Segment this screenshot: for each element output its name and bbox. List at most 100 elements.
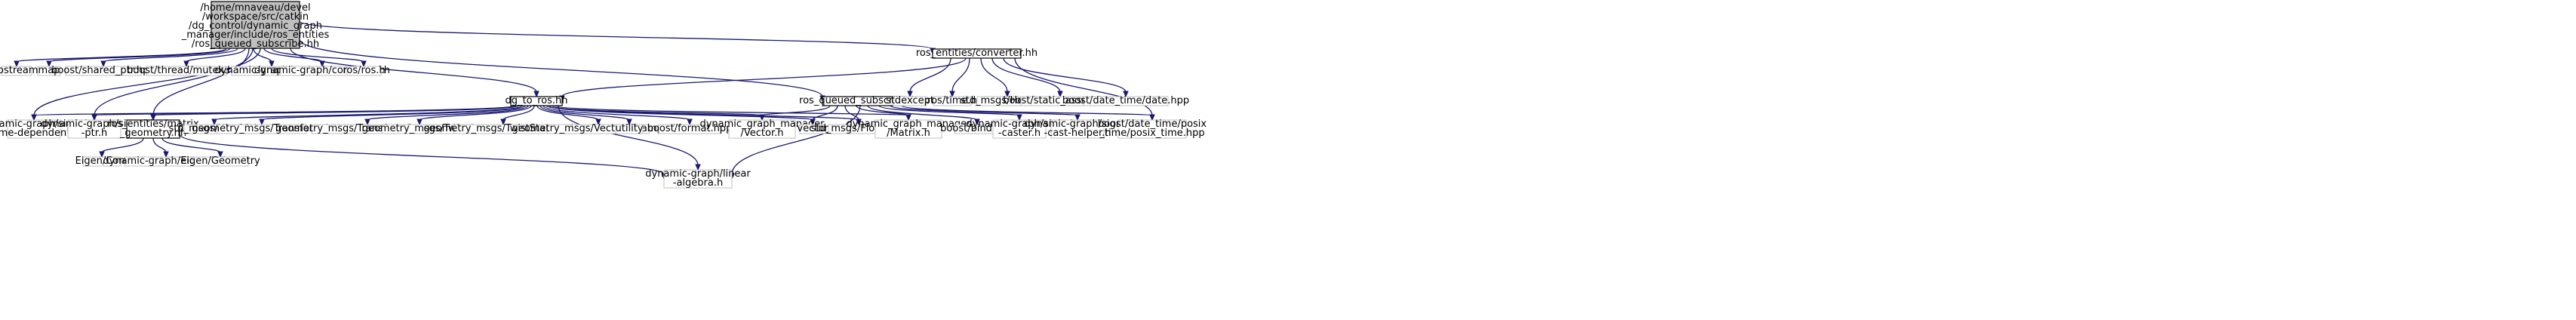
node-label: geometry_msgs/Twist.h — [362, 123, 478, 134]
node-eigen-core[interactable]: Eigen/Core — [75, 155, 129, 167]
node-boost-shared-ptr[interactable]: boost/shared_ptr.hpp — [51, 65, 155, 76]
node-label: stdexcept — [886, 95, 934, 106]
node-label: -caster.h — [998, 128, 1041, 139]
node-signal-cast-helper[interactable]: dynamic-graph/signal -cast-helper.h — [1024, 118, 1130, 139]
edge-arrowhead — [949, 91, 955, 98]
include-edge — [1014, 57, 1153, 116]
node-boost-thread-mutex[interactable]: boost/thread/mutex.hpp — [127, 65, 246, 76]
node-label: ros_entities/converter.hh — [916, 48, 1037, 59]
include-edge — [901, 105, 1153, 116]
include-edge — [152, 105, 520, 116]
include-edge — [991, 57, 1061, 93]
include-edge — [878, 105, 1020, 116]
node-iostream[interactable]: iostream — [0, 65, 38, 76]
edge-arrowhead — [31, 114, 37, 122]
node-geometry-msgs-twist[interactable]: geometry_msgs/Twist.h — [362, 123, 478, 134]
edge-arrowhead — [211, 118, 217, 126]
edge-arrowhead — [810, 118, 816, 126]
edge-arrowhead — [100, 60, 106, 68]
edge-arrowhead — [1016, 114, 1022, 122]
node-ros-entities-converter[interactable]: ros_entities/converter.hh — [916, 48, 1037, 59]
node-signal-ptr[interactable]: dynamic-graph/signal -ptr.h — [41, 118, 147, 139]
node-boost-format[interactable]: boost/format.hpp — [647, 123, 733, 134]
node-boost-posix-time[interactable]: boost/date_time/posix _time/posix_time.h… — [1098, 118, 1207, 139]
node-label: vector — [797, 123, 828, 134]
node-dgm-matrix[interactable]: dynamic_graph_manager /Matrix.h — [846, 118, 971, 139]
nodes-layer: /home/mnaveau/devel /workspace/src/catki… — [0, 1, 1207, 189]
node-label: dynamic_graph_manager — [699, 118, 825, 130]
edge-arrowhead — [364, 118, 370, 126]
node-label: boost/date_time/posix — [1098, 118, 1207, 130]
edge-arrowhead — [500, 118, 506, 126]
include-edge — [290, 48, 537, 93]
node-label: boost/shared_ptr.hpp — [51, 65, 155, 76]
include-edge — [253, 48, 272, 63]
node-label: -time-dependent.h — [0, 128, 80, 139]
include-edge — [761, 105, 831, 116]
include-edge — [558, 105, 699, 166]
include-edge — [549, 105, 813, 121]
include-edge — [48, 48, 231, 63]
include-edge — [299, 20, 933, 50]
edge-arrowhead — [417, 118, 423, 126]
node-root[interactable]: /home/mnaveau/devel /workspace/src/catki… — [181, 1, 330, 50]
node-signal-caster[interactable]: dynamic-graph/signal -caster.h — [966, 118, 1072, 139]
edge-arrowhead — [974, 118, 980, 126]
node-ros-ros-h[interactable]: ros/ros.h — [343, 65, 385, 76]
edge-arrowhead — [695, 164, 701, 171]
node-label: boost/date_time/date.hpp — [1062, 95, 1189, 106]
include-edge — [909, 57, 951, 93]
include-edge — [271, 48, 364, 63]
node-label: dynamic-graph/signal — [966, 118, 1072, 130]
node-utility[interactable]: utility — [615, 123, 644, 134]
node-dg-to-ros[interactable]: dg_to_ros.hh — [506, 95, 568, 106]
node-label: -ptr.h — [81, 128, 108, 139]
include-edge — [539, 105, 630, 121]
edge-arrowhead — [533, 91, 539, 98]
edge-arrowhead — [163, 151, 169, 158]
edge-arrowhead — [1149, 114, 1155, 122]
node-vector[interactable]: vector — [797, 123, 828, 134]
node-label: boost/thread/mutex.hpp — [127, 65, 246, 76]
include-edge — [33, 48, 261, 116]
node-dynamic-graph-linear-algebra[interactable]: dynamic-graph/linear -algebra.h — [645, 168, 751, 189]
edge-arrowhead — [361, 60, 367, 68]
node-label: ros_entities/matrix — [107, 118, 199, 130]
edge-arrowhead — [91, 114, 97, 122]
edge-arrowhead — [1074, 114, 1081, 122]
include-edge — [543, 105, 690, 121]
include-edge — [179, 134, 665, 175]
include-edge — [1003, 57, 1127, 93]
node-map[interactable]: map — [37, 65, 61, 76]
node-label: ros/ros.h — [343, 65, 385, 76]
node-stdexcept[interactable]: stdexcept — [886, 95, 934, 106]
node-root-line: _manager/include/ros_entities — [181, 29, 330, 41]
node-signal-time-dependent[interactable]: dynamic-graph/signal -time-dependent.h — [0, 118, 88, 139]
node-label: dynamic-graph/signal — [41, 118, 147, 130]
include-edge — [299, 38, 823, 97]
node-dgm-vector[interactable]: dynamic_graph_manager /Vector.h — [699, 118, 825, 139]
include-edge — [94, 48, 254, 116]
node-geometry-msgs-transform[interactable]: geometry_msgs/Transform.h — [192, 123, 331, 134]
include-edge — [867, 105, 978, 121]
node-ros-entities-matrix-geometry[interactable]: ros_entities/matrix _geometry.hh — [107, 118, 199, 139]
edge-arrowhead — [1004, 91, 1010, 98]
edge-arrowhead — [183, 60, 189, 68]
node-label: -algebra.h — [673, 177, 723, 189]
node-label: boost/format.hpp — [647, 123, 733, 134]
node-ros-time[interactable]: ros/time.h — [927, 95, 977, 106]
node-boost-date-time-date[interactable]: boost/date_time/date.hpp — [1062, 95, 1189, 106]
edge-arrowhead — [907, 91, 913, 98]
edge-arrowhead — [99, 151, 105, 158]
edge-arrowhead — [259, 118, 265, 126]
include-edge — [261, 105, 526, 121]
node-label: dg_to_ros.hh — [506, 95, 568, 106]
edge-arrowhead — [905, 114, 911, 122]
node-eigen-geometry[interactable]: Eigen/Geometry — [180, 155, 260, 167]
node-geometry-msgs-twist-stamped[interactable]: geometry_msgs/TwistStamped.h — [423, 123, 583, 134]
edge-arrowhead — [1057, 91, 1063, 98]
include-edge — [555, 105, 909, 116]
include-edge — [152, 48, 250, 116]
include-edge — [161, 137, 221, 153]
